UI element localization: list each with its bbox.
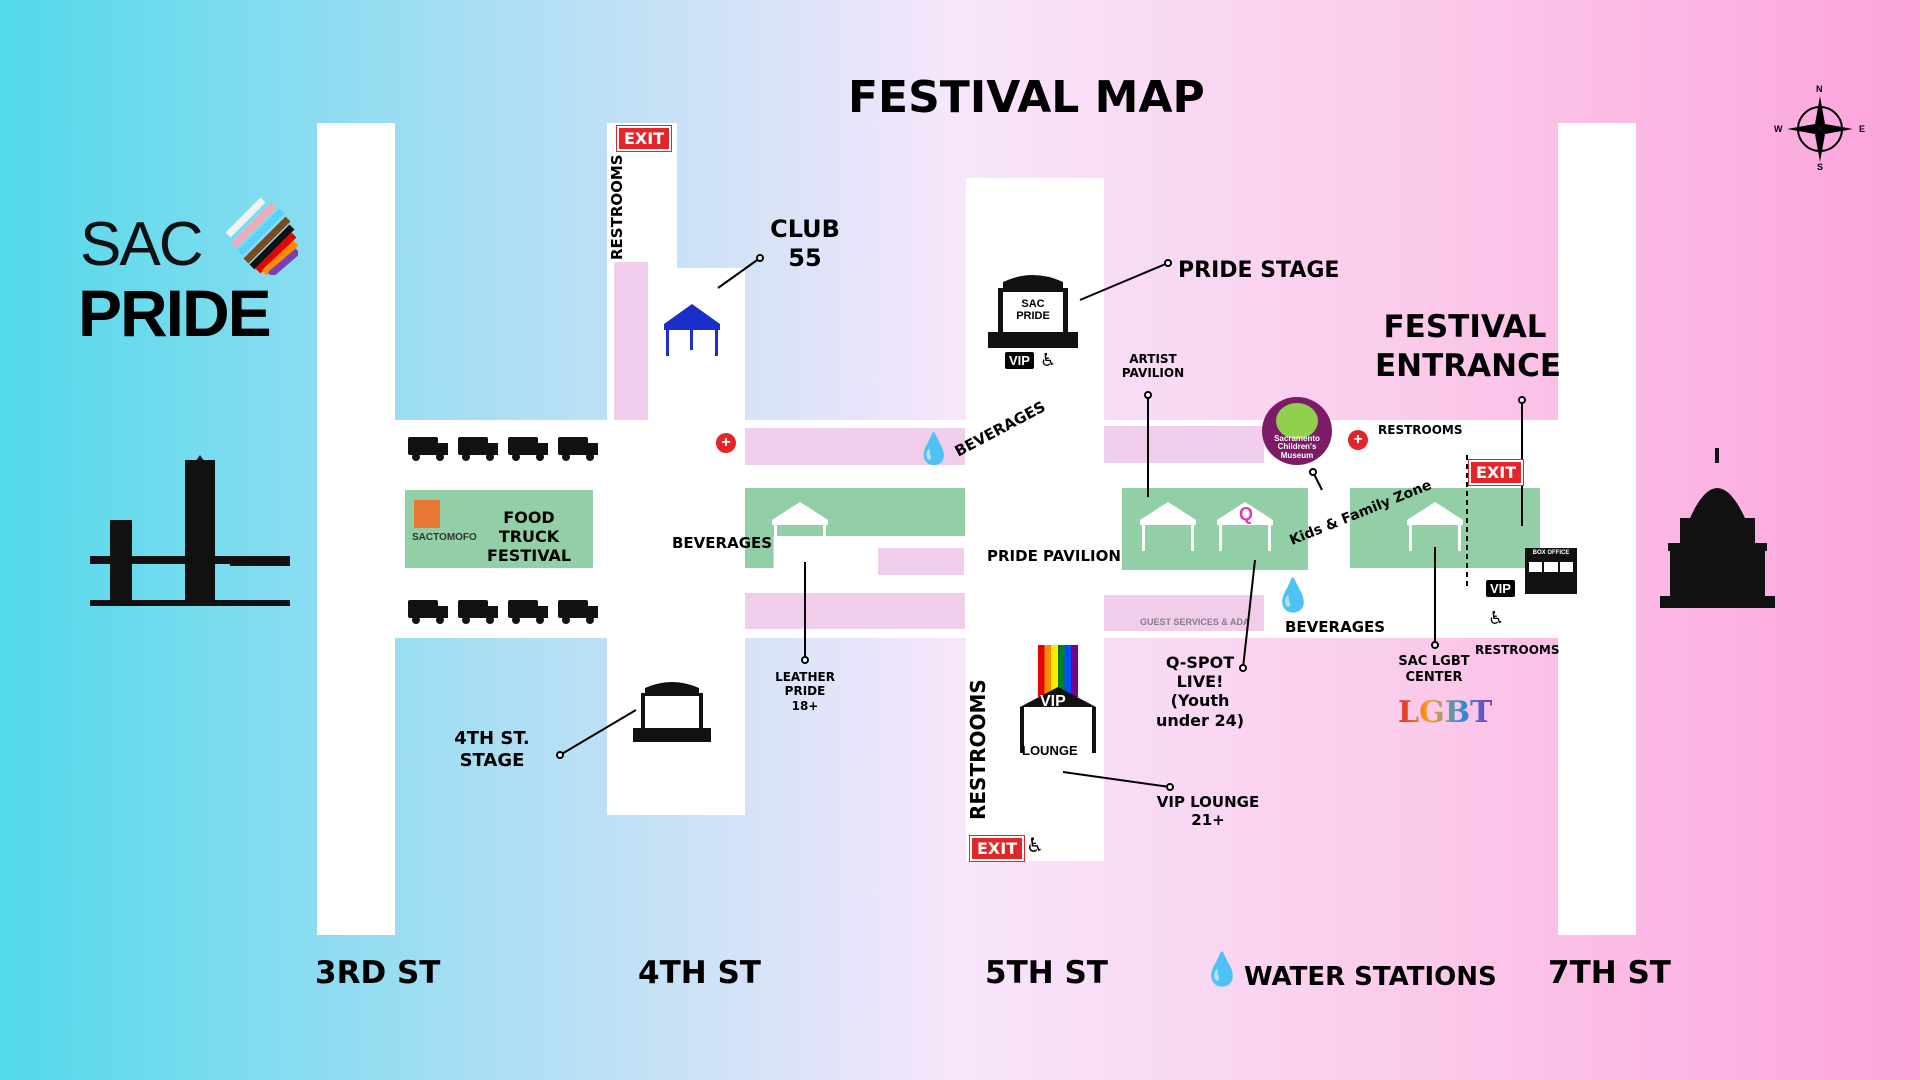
club55-label: CLUB 55 [770, 215, 840, 272]
sac-lgbt-label: SAC LGBT CENTER [1398, 654, 1470, 685]
water-drop-icon: 💧 [1273, 577, 1313, 613]
pride-pavilion-label: PRIDE PAVILION [987, 547, 1121, 565]
sactomofo-label: SACTOMOFO [412, 532, 477, 543]
restroom-strip-4th [614, 262, 648, 420]
logo-line2: PRIDE [78, 276, 272, 350]
compass-s: S [1817, 162, 1824, 172]
street-label-7th: 7TH ST [1548, 955, 1671, 991]
page-title: FESTIVAL MAP [848, 72, 1205, 123]
beverages-label-3: BEVERAGES [1285, 618, 1386, 636]
exit-sign-4th: EXIT [615, 125, 673, 152]
vendor-strip-1 [745, 428, 965, 465]
vendor-strip-4 [1104, 426, 1264, 463]
restrooms-entrance-label-top: RESTROOMS [1378, 423, 1463, 437]
qspot-label: Q-SPOT LIVE! (Youth under 24) [1155, 653, 1245, 730]
box-office-icon: BOX OFFICE [1525, 548, 1577, 594]
vip-badge-stage: VIP [1005, 352, 1034, 369]
vip-lounge-icon: VIP LOUNGE [1018, 645, 1098, 765]
qspot-tent-icon: Q [1215, 500, 1275, 557]
compass-w: W [1774, 124, 1783, 134]
exit-sign-5th: EXIT [968, 835, 1026, 862]
sactomofo-logo: SACTOMOFO [412, 500, 477, 556]
guest-services-strip [1104, 595, 1264, 631]
festival-entrance-label: FESTIVAL ENTRANCE [1375, 309, 1561, 384]
first-aid-icon-1: + [716, 433, 736, 453]
guest-services-label: GUEST SERVICES & ADA [1140, 617, 1250, 627]
vendor-strip-2 [745, 593, 965, 629]
lgbt-center-logo: LGBT [1398, 695, 1493, 730]
accessible-icon-5th: ♿ [1026, 835, 1044, 857]
street-4th-lower [607, 620, 745, 815]
logo-line1: SAC [80, 210, 203, 279]
food-truck-label: FOOD TRUCK FESTIVAL [486, 508, 572, 566]
sac-pride-logo: SAC PRIDE [78, 195, 303, 350]
exit-sign-entrance: EXIT [1467, 459, 1525, 486]
restrooms-entrance-label: RESTROOMS [1475, 643, 1560, 657]
artist-tent-icon [1138, 500, 1198, 557]
food-trucks-top [408, 434, 598, 467]
compass-e: E [1859, 124, 1866, 134]
lgbt-center-tent-icon [1405, 500, 1465, 557]
leather-pride-label: LEATHER PRIDE 18+ [775, 670, 835, 713]
accessible-icon-stage: ♿ [1040, 350, 1057, 370]
fourth-stage-label: 4TH ST. STAGE [454, 728, 530, 771]
artist-pavilion-label: ARTIST PAVILION [1121, 352, 1185, 381]
club55-tent-icon [660, 302, 724, 363]
vendor-strip-3 [878, 548, 964, 575]
entrance-zone [1350, 488, 1540, 568]
street-label-4th: 4TH ST [638, 955, 761, 991]
svg-text:Q: Q [1239, 504, 1253, 524]
capitol-icon [1660, 448, 1775, 613]
street-3rd [317, 123, 395, 935]
museum-label: Sacramento Children's Museum [1274, 434, 1320, 460]
compass-n: N [1816, 84, 1823, 94]
beverages-label-2: BEVERAGES [672, 534, 773, 552]
first-aid-icon-2: + [1348, 430, 1368, 450]
accessible-icon-entrance: ♿ [1488, 608, 1505, 628]
restrooms-5th-label: RESTROOMS [966, 679, 990, 820]
box-office-label: BOX OFFICE [1532, 550, 1570, 556]
tower-bridge-icon [90, 450, 290, 610]
pride-stage-icon: SAC PRIDE [988, 270, 1078, 355]
vip-lounge-vip-text: VIP [1040, 693, 1066, 710]
restrooms-4th-label: RESTROOMS [608, 154, 626, 260]
vip-lounge-lounge-text: LOUNGE [1022, 743, 1078, 758]
street-label-5th: 5TH ST [985, 955, 1108, 991]
vip-badge-entrance: VIP [1486, 580, 1515, 597]
pride-stage-label: PRIDE STAGE [1178, 258, 1340, 283]
fourth-street-stage-icon [633, 678, 711, 747]
water-drop-icon: 💧 [915, 433, 953, 466]
compass-icon: N S W E [1772, 84, 1868, 172]
vip-lounge-label: VIP LOUNGE 21+ [1156, 793, 1260, 829]
artist-pavilion-zone [1122, 488, 1308, 570]
childrens-museum-logo: Sacramento Children's Museum [1262, 397, 1332, 465]
water-drop-icon: 💧 [1202, 951, 1242, 987]
food-trucks-bottom [408, 597, 598, 630]
leather-pride-tent-icon [770, 500, 830, 557]
stage-logo-text: SAC PRIDE [1016, 298, 1050, 323]
street-7th [1558, 123, 1636, 935]
legend-label: WATER STATIONS [1244, 962, 1497, 992]
street-label-3rd: 3RD ST [315, 955, 441, 991]
